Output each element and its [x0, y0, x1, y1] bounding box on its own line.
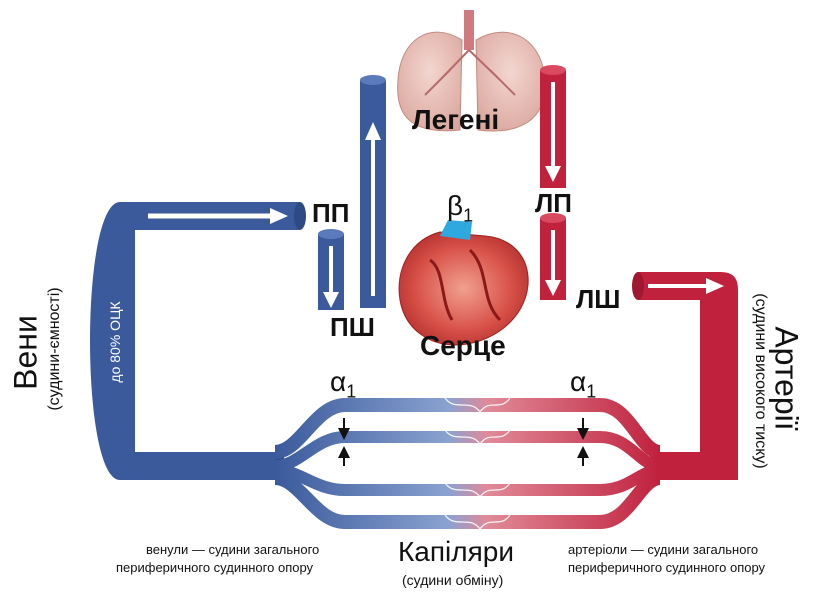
alpha-receptor-right: α1	[570, 366, 596, 403]
beta-symbol: β	[447, 190, 463, 221]
alpha-sub: 1	[346, 382, 356, 402]
veins-volume-label: до 80% ОЦК	[107, 287, 123, 397]
capillaries-sublabel: (судини обміну)	[402, 572, 503, 588]
veins-sublabel: (судини-ємності)	[46, 264, 64, 434]
alpha-sub: 1	[586, 382, 596, 402]
right-atrium-label: ПП	[312, 198, 349, 229]
left-atrium-label: ЛП	[535, 188, 572, 219]
lungs-label: Легені	[412, 104, 499, 136]
right-atrium-tube	[318, 229, 344, 310]
beta-receptor: β1	[447, 190, 473, 227]
left-atrium-tube	[540, 213, 566, 300]
alpha-symbol: α	[330, 366, 346, 397]
heart-icon	[399, 220, 528, 345]
capillaries-label: Капіляри	[398, 536, 514, 568]
alpha-receptor-left: α1	[330, 366, 356, 403]
venules-label-line2: периферичного судинного опору	[116, 560, 313, 575]
right-ventricle-label: ПШ	[330, 312, 375, 343]
veins-label: Вени	[8, 313, 45, 393]
left-ventricle-label: ЛШ	[576, 284, 620, 315]
pulmonary-vein	[540, 65, 566, 188]
venules-label-line1: венули — судини загального	[146, 542, 319, 557]
capillary-network	[275, 398, 660, 529]
arterioles-label-line1: артеріоли — судини загального	[568, 542, 758, 557]
arterioles-label-line2: периферичного судинного опору	[568, 560, 765, 575]
pulmonary-artery	[360, 75, 386, 308]
arteries-sublabel: (судини високого тиску)	[751, 281, 769, 481]
arteries-label: Артерії	[768, 319, 805, 439]
heart-label: Серце	[420, 330, 506, 362]
alpha-symbol: α	[570, 366, 586, 397]
beta-sub: 1	[463, 206, 473, 226]
